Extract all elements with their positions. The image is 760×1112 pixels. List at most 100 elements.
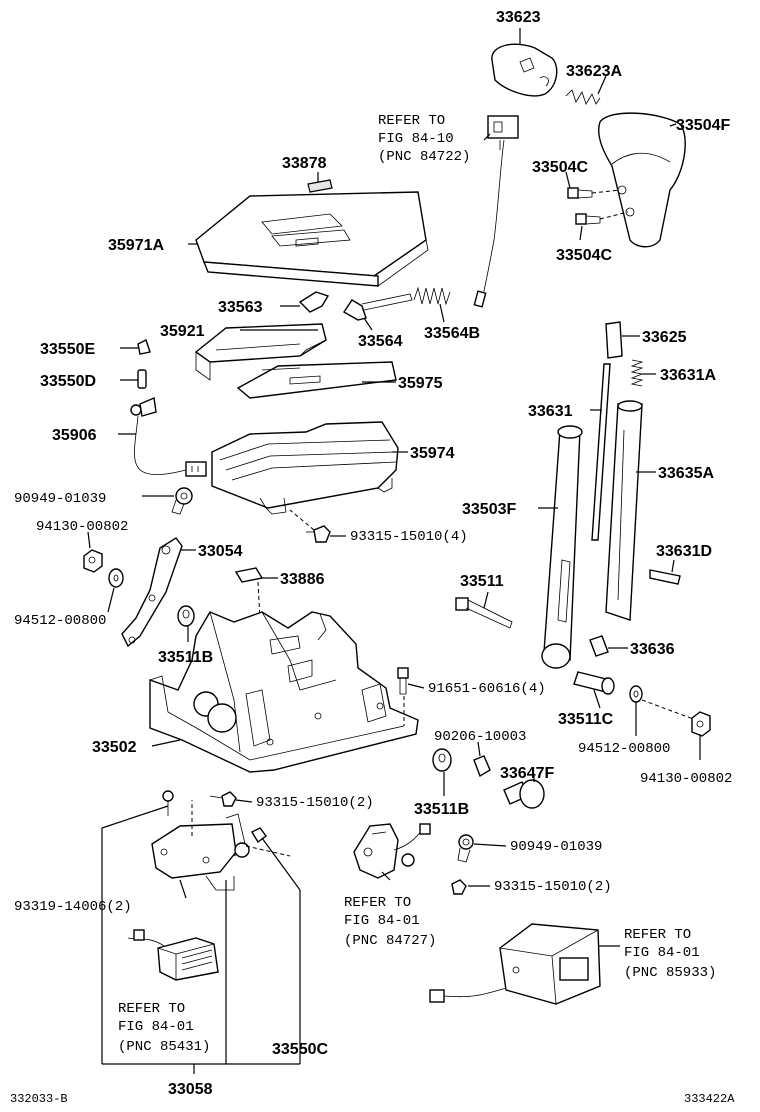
- label-33504F: 33504F: [676, 117, 730, 134]
- label-93315-2-right: 93315-15010(2): [494, 879, 612, 895]
- clamp-90949-upper-drawing: [171, 487, 193, 515]
- label-33511C: 33511C: [558, 711, 614, 728]
- label-94130-right: 94130-00802: [640, 771, 732, 787]
- label-35906: 35906: [52, 427, 97, 444]
- switch-35906-drawing: [130, 396, 207, 477]
- label-33623: 33623: [496, 9, 541, 26]
- selector-housing-35974-drawing: [211, 421, 399, 515]
- label-33878: 33878: [282, 155, 327, 172]
- footer-right-code: 333422A: [684, 1092, 735, 1106]
- nut-94130-right-drawing: [691, 711, 711, 737]
- label-94512-left: 94512-00800: [14, 613, 106, 629]
- label-33503F: 33503F: [462, 501, 516, 518]
- shift-knob-drawing: [598, 112, 686, 248]
- label-33886: 33886: [280, 571, 325, 588]
- rod-33564-drawing: [343, 293, 413, 321]
- rod-33631-drawing: [591, 363, 611, 541]
- screw-93315-2-right-drawing: [451, 879, 467, 895]
- block-33625-drawing: [605, 321, 623, 359]
- bracket-33054-drawing: [121, 537, 183, 648]
- block-33886-drawing: [234, 567, 264, 621]
- pin-33631D-drawing: [649, 569, 681, 585]
- ref-84727-line2: FIG 84-01: [344, 913, 420, 929]
- bushing-33511B-left-drawing: [177, 605, 195, 627]
- footer-left-code: 332033-B: [10, 1092, 68, 1106]
- clip-33878-drawing: [307, 179, 333, 193]
- screw-93315-4-drawing: [289, 509, 331, 543]
- screw-93319-drawing: [162, 790, 174, 816]
- label-33625: 33625: [642, 329, 687, 346]
- lever-33503F-drawing: [541, 425, 583, 669]
- clamp-90949-lower-drawing: [457, 834, 474, 863]
- label-33504C-upper: 33504C: [532, 159, 588, 176]
- label-90206: 90206-10003: [434, 729, 526, 745]
- ref-84722-line3: (PNC 84722): [378, 149, 470, 165]
- nut-94130-left-drawing: [83, 549, 103, 573]
- label-93315-4: 93315-15010(4): [350, 529, 468, 545]
- screw-93315-2-left-drawing: [209, 791, 237, 807]
- ref-85431-line2: FIG 84-01: [118, 1019, 194, 1035]
- clip-90206-drawing: [473, 755, 491, 778]
- label-33504C-lower: 33504C: [556, 247, 612, 264]
- lock-bracket-drawing: [151, 800, 291, 891]
- washer-94512-right-drawing: [629, 685, 697, 721]
- ref-85431-line1: REFER TO: [118, 1001, 185, 1017]
- ref-85933-line1: REFER TO: [624, 927, 691, 943]
- label-33636: 33636: [630, 641, 675, 658]
- bushing-33511B-right-drawing: [432, 748, 452, 772]
- ref-85933-line2: FIG 84-01: [624, 945, 700, 961]
- label-33550D: 33550D: [40, 373, 96, 390]
- label-35921: 35921: [160, 323, 205, 340]
- plate-35921-drawing: [194, 323, 327, 381]
- label-33631A: 33631A: [660, 367, 716, 384]
- bolt-33511-drawing: [455, 597, 513, 629]
- solenoid-85431-drawing: [127, 929, 219, 981]
- label-35974: 35974: [410, 445, 455, 462]
- shift-button-drawing: [491, 43, 558, 97]
- label-91651: 91651-60616(4): [428, 681, 546, 697]
- screw-33504C-upper-drawing: [567, 187, 621, 199]
- label-94130-left: 94130-00802: [36, 519, 128, 535]
- channel-33635A-drawing: [605, 400, 643, 621]
- ref-84727-line3: (PNC 84727): [344, 933, 436, 949]
- screw-33504C-lower-drawing: [575, 211, 629, 225]
- ref-84722-line1: REFER TO: [378, 113, 445, 129]
- label-33635A: 33635A: [658, 465, 714, 482]
- label-90949-lower: 90949-01039: [510, 839, 602, 855]
- label-33511B-left: 33511B: [158, 649, 213, 666]
- shift-lock-wire-drawing: [473, 115, 519, 308]
- pin-33550D-drawing: [137, 369, 147, 389]
- ref-85933-line3: (PNC 85933): [624, 965, 716, 981]
- label-93319: 93319-14006(2): [14, 899, 132, 915]
- spring-33631A-drawing: [630, 359, 644, 387]
- label-33631: 33631: [528, 403, 573, 420]
- label-94512-right: 94512-00800: [578, 741, 670, 757]
- ref-84722-line2: FIG 84-10: [378, 131, 454, 147]
- label-33054: 33054: [198, 543, 243, 560]
- label-90949-upper: 90949-01039: [14, 491, 106, 507]
- bolt-91651-drawing: [397, 667, 409, 695]
- washer-94512-left-drawing: [108, 568, 124, 588]
- spring-33623A-drawing: [565, 89, 601, 105]
- label-33623A: 33623A: [566, 63, 622, 80]
- cap-33550E-drawing: [137, 339, 151, 355]
- ecu-85933-drawing: [429, 923, 601, 1005]
- block-33636-drawing: [589, 635, 609, 657]
- label-33511: 33511: [460, 573, 504, 590]
- label-35971A: 35971A: [108, 237, 164, 254]
- bushing-33511C-drawing: [573, 671, 615, 695]
- ref-85431-line3: (PNC 85431): [118, 1039, 210, 1055]
- switch-84727-drawing: [353, 823, 431, 879]
- label-33550E: 33550E: [40, 341, 95, 358]
- spring-33564B-drawing: [413, 286, 451, 306]
- label-33058: 33058: [168, 1081, 213, 1098]
- shift-base-33502-drawing: [149, 611, 419, 773]
- label-93315-2-left: 93315-15010(2): [256, 795, 374, 811]
- plate-35975-drawing: [236, 361, 397, 399]
- ref-84727-line1: REFER TO: [344, 895, 411, 911]
- indicator-housing-drawing: [195, 191, 429, 287]
- label-33631D: 33631D: [656, 543, 712, 560]
- lever-33563-drawing: [298, 291, 330, 313]
- label-33564: 33564: [358, 333, 403, 350]
- label-35975: 35975: [398, 375, 443, 392]
